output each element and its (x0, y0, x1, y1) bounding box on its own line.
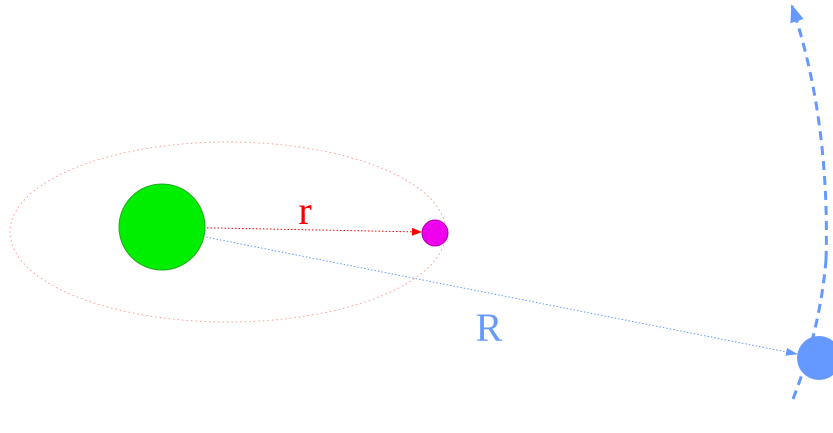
orbiting-body-circle (421, 219, 449, 247)
large-distance-arrow (164, 228, 798, 356)
large-orbit-arc-upper (790, 4, 828, 261)
large-distance-label: R (476, 305, 503, 350)
small-distance-arrow (164, 226, 422, 236)
small-distance-label: r (298, 188, 311, 233)
large-orbit-arc-lower (791, 259, 828, 400)
central-body-circle (118, 183, 206, 271)
distant-body-circle (797, 336, 833, 380)
small-orbit-ellipse (9, 141, 447, 323)
